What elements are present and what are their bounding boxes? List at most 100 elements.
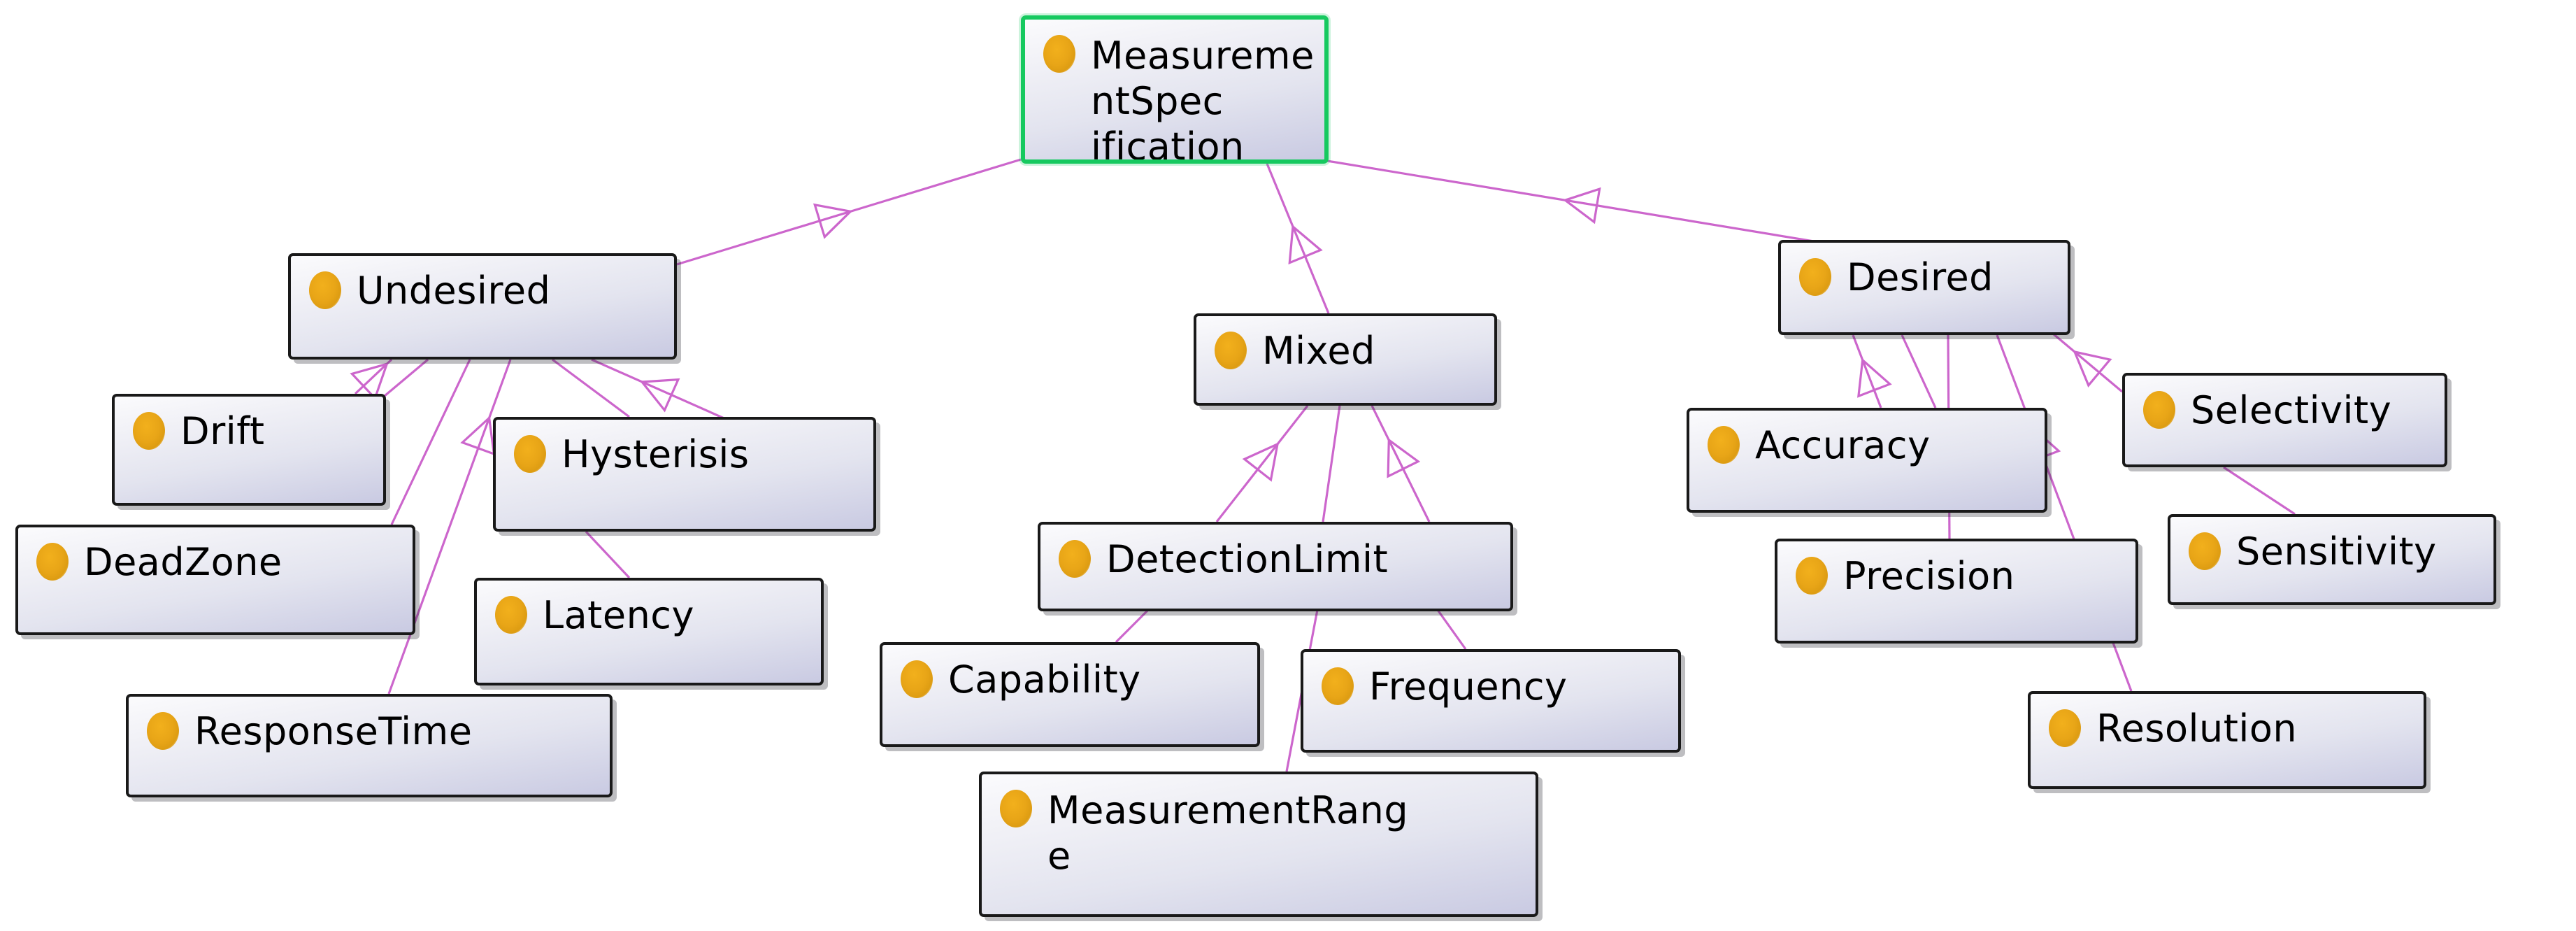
class-circle-icon — [1059, 540, 1091, 578]
class-node-label: Undesired — [357, 269, 551, 313]
generalization-edge — [390, 359, 471, 525]
class-node-label: DeadZone — [84, 540, 282, 584]
class-node-label: Precision — [1843, 554, 2015, 598]
class-node-sensitivity[interactable]: Sensitivity — [2168, 514, 2496, 605]
generalization-edge — [591, 358, 728, 421]
class-node-desired[interactable]: Desired — [1778, 240, 2070, 335]
class-node-label: Desired — [1847, 255, 1994, 299]
hollow-triangle-arrowhead-icon — [639, 378, 680, 413]
edge-line — [1266, 163, 1330, 314]
hollow-triangle-arrowhead-icon — [460, 415, 496, 456]
class-node-latency[interactable]: Latency — [474, 578, 824, 685]
edge-line — [1436, 609, 1467, 650]
generalization-edge — [585, 530, 631, 579]
generalization-edge — [676, 158, 1022, 266]
class-node-label: MeasurementRang e — [1047, 788, 1409, 878]
edge-line — [1215, 405, 1309, 523]
class-circle-icon — [2049, 709, 2081, 747]
class-circle-icon — [1799, 258, 1831, 296]
generalization-edge — [1852, 334, 1892, 408]
class-node-label: Capability — [948, 658, 1141, 702]
class-node-label: ResponseTime — [194, 709, 473, 753]
generalization-edge — [350, 358, 393, 401]
class-node-label: Frequency — [1369, 665, 1568, 709]
class-circle-icon — [309, 271, 341, 309]
hollow-triangle-arrowhead-icon — [1242, 442, 1280, 482]
class-node-deadzone[interactable]: DeadZone — [15, 525, 415, 635]
hollow-triangle-arrowhead-icon — [1288, 224, 1323, 265]
class-node-responsetime[interactable]: ResponseTime — [126, 694, 613, 797]
class-circle-icon — [133, 412, 165, 450]
class-node-label: Resolution — [2096, 706, 2298, 751]
edge-line — [1326, 159, 1836, 246]
class-circle-icon — [36, 543, 69, 581]
hollow-triangle-arrowhead-icon — [1562, 187, 1601, 225]
edge-line — [1322, 405, 1341, 523]
hollow-triangle-arrowhead-icon — [1857, 357, 1892, 398]
generalization-edge — [1266, 163, 1330, 314]
class-circle-icon — [2143, 391, 2175, 429]
generalization-edge — [383, 358, 429, 397]
edge-line — [354, 358, 393, 395]
generalization-edge — [1326, 159, 1836, 246]
class-circle-icon — [901, 660, 933, 698]
class-node-detectionlimit[interactable]: DetectionLimit — [1038, 522, 1513, 611]
edge-line — [676, 158, 1022, 266]
hollow-triangle-arrowhead-icon — [813, 203, 853, 239]
class-node-accuracy[interactable]: Accuracy — [1687, 408, 2047, 513]
generalization-edge — [1215, 405, 1309, 523]
edge-line — [1852, 334, 1882, 408]
edge-line — [2047, 329, 2124, 393]
hollow-triangle-arrowhead-icon — [2073, 350, 2112, 388]
class-node-resolution[interactable]: Resolution — [2028, 691, 2426, 789]
class-node-label: Latency — [543, 593, 694, 637]
class-circle-icon — [2189, 532, 2221, 570]
class-node-label: Drift — [180, 409, 265, 453]
class-node-mixed[interactable]: Mixed — [1194, 313, 1497, 406]
generalization-edge — [1115, 609, 1150, 644]
class-node-capability[interactable]: Capability — [880, 642, 1260, 747]
edge-line — [2223, 466, 2296, 516]
generalization-edge — [1322, 405, 1341, 523]
class-circle-icon — [1322, 667, 1354, 705]
class-circle-icon — [495, 596, 527, 634]
class-node-label: Accuracy — [1755, 423, 1931, 467]
class-node-label: MeasurementSpec ification — [1091, 34, 1315, 164]
edge-line — [585, 530, 631, 579]
class-node-measurementrange[interactable]: MeasurementRang e — [979, 772, 1538, 917]
class-node-precision[interactable]: Precision — [1775, 539, 2138, 644]
class-circle-icon — [1043, 35, 1075, 73]
class-circle-icon — [1000, 790, 1032, 827]
hollow-triangle-arrowhead-icon — [350, 362, 389, 401]
class-circle-icon — [514, 435, 546, 473]
class-node-selectivity[interactable]: Selectivity — [2122, 373, 2447, 467]
class-circle-icon — [1215, 332, 1247, 369]
edge-line — [1115, 609, 1150, 644]
class-node-label: Selectivity — [2191, 388, 2392, 432]
class-node-label: Sensitivity — [2236, 530, 2437, 574]
class-circle-icon — [1796, 557, 1828, 595]
class-node-hysterisis[interactable]: Hysterisis — [493, 417, 876, 532]
class-node-frequency[interactable]: Frequency — [1301, 649, 1681, 753]
generalization-edge — [2223, 466, 2296, 516]
class-node-label: Mixed — [1262, 329, 1375, 373]
class-circle-icon — [147, 712, 179, 750]
generalization-edge — [1901, 334, 1937, 408]
generalization-edge — [2047, 329, 2124, 393]
edge-line — [591, 358, 728, 421]
class-node-drift[interactable]: Drift — [112, 394, 386, 506]
edge-line — [552, 358, 630, 418]
class-circle-icon — [1708, 426, 1740, 464]
edge-line — [1901, 334, 1937, 408]
class-node-measurementspecification[interactable]: MeasurementSpec ification — [1021, 15, 1329, 164]
edge-line — [383, 358, 429, 397]
edge-line — [1371, 405, 1431, 523]
class-node-label: Hysterisis — [561, 432, 750, 476]
generalization-edge — [1436, 609, 1467, 650]
class-node-label: DetectionLimit — [1106, 537, 1389, 581]
edge-line — [390, 359, 471, 525]
generalization-edge — [552, 358, 630, 418]
hollow-triangle-arrowhead-icon — [1387, 437, 1421, 478]
class-node-undesired[interactable]: Undesired — [288, 253, 677, 360]
